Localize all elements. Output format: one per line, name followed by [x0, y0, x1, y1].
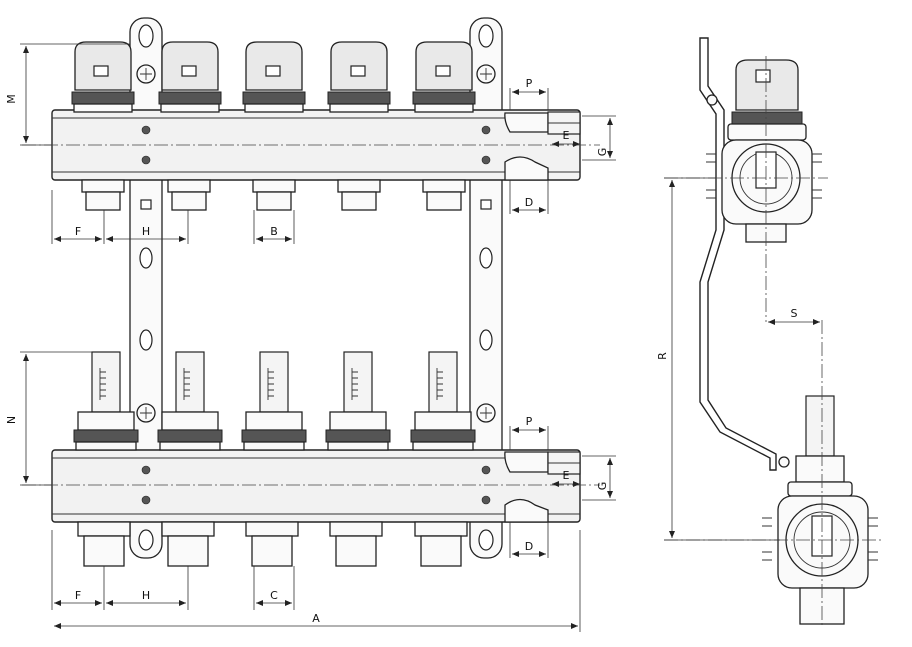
- label-A: A: [312, 612, 320, 625]
- label-F-bottom: F: [75, 589, 81, 602]
- top-bracket-screws: [136, 64, 496, 165]
- label-B: B: [270, 225, 278, 238]
- bottom-manifold-bar: [22, 449, 600, 523]
- top-manifold-bar: [22, 109, 600, 181]
- top-valve-3: [242, 41, 306, 113]
- top-valve-caps: [71, 41, 476, 113]
- label-N: N: [5, 416, 18, 424]
- top-valve-4: [327, 41, 391, 113]
- front-dimensions: [20, 43, 616, 632]
- label-P-bottom: P: [526, 415, 533, 428]
- front-dimension-labels: M N P P E E G G D D F H B F H C A: [5, 77, 609, 625]
- flow-meter-2: [157, 351, 223, 451]
- top-valve-5: [412, 41, 476, 113]
- label-S: S: [791, 307, 798, 320]
- label-H-top: H: [142, 225, 150, 238]
- bottom-flow-meters: [73, 351, 476, 451]
- label-D-bottom: D: [525, 540, 533, 553]
- label-H-bottom: H: [142, 589, 150, 602]
- side-dimensions: R S: [656, 177, 820, 541]
- side-bottom-assembly: [664, 320, 884, 628]
- label-G-top: G: [596, 148, 609, 157]
- top-outlets: [81, 179, 466, 211]
- flow-meter-4: [325, 351, 391, 451]
- label-G-bottom: G: [596, 482, 609, 491]
- label-E-top: E: [563, 129, 570, 142]
- bottom-outlets: [77, 521, 468, 567]
- label-R: R: [656, 352, 669, 360]
- flow-meter-1: [73, 351, 139, 451]
- side-bracket: [699, 37, 777, 471]
- label-C: C: [270, 589, 278, 602]
- bottom-bracket-screws: [136, 403, 496, 505]
- side-view: R S: [656, 37, 884, 628]
- label-P-top: P: [526, 77, 533, 90]
- label-F-top: F: [75, 225, 81, 238]
- flow-meter-3: [241, 351, 307, 451]
- label-M: M: [5, 94, 18, 104]
- flow-meter-5: [410, 351, 476, 451]
- label-D-top: D: [525, 196, 533, 209]
- top-valve-2: [158, 41, 222, 113]
- top-valve-1: [71, 41, 135, 113]
- side-top-assembly: [664, 56, 828, 322]
- front-view: M N P P E E G G D D F H B F H C A: [5, 17, 616, 632]
- label-E-bottom: E: [563, 469, 570, 482]
